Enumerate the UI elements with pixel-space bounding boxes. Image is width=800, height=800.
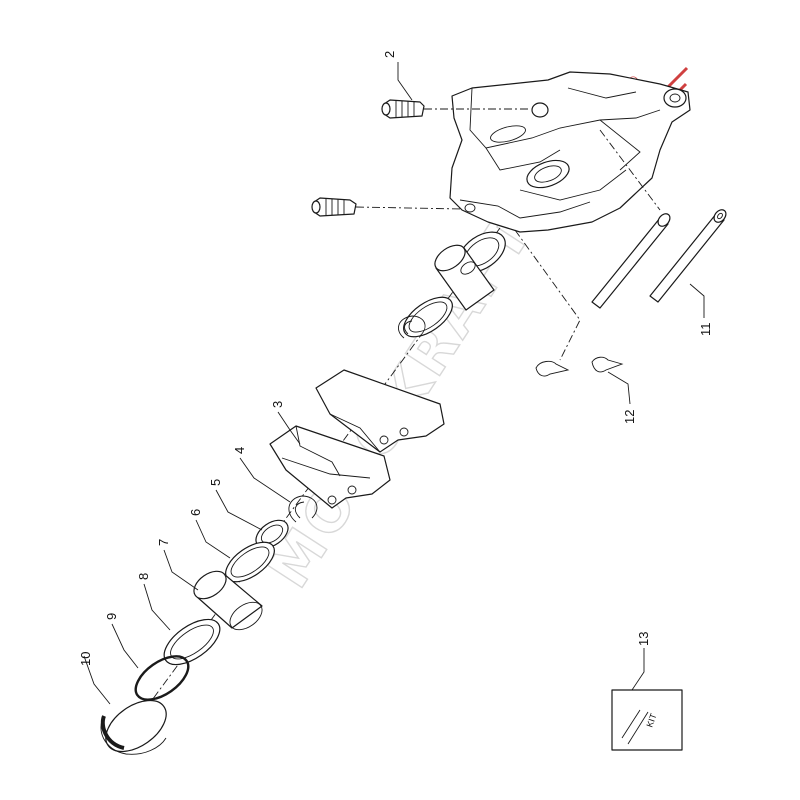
seal-small: [255, 519, 289, 549]
r-clip-right: [591, 356, 624, 373]
callout-8: 8: [136, 573, 151, 580]
callout-7: 7: [156, 539, 171, 546]
dust-seal: [163, 618, 221, 666]
cap: [100, 699, 167, 755]
callout-2: 2: [382, 51, 397, 58]
kit-box: KIT: [611, 689, 683, 751]
leader-lines: [83, 62, 705, 705]
callout-6: 6: [188, 509, 203, 516]
callout-5: 5: [208, 479, 223, 486]
upper-piston: [434, 244, 495, 311]
o-ring: [134, 655, 190, 701]
r-clip-left: [535, 360, 570, 377]
callout-4: 4: [232, 447, 247, 454]
callout-12: 12: [622, 410, 637, 424]
callout-labels: 2 3 4 5 6 7 8 9 10 11 12 13: [78, 51, 713, 666]
slide-pin-right: [649, 209, 727, 303]
bleed-screw-lower: [311, 197, 357, 217]
slide-pin-left: [591, 213, 671, 309]
caliper-body: [449, 71, 691, 233]
upper-circlip: [398, 315, 426, 339]
svg-text:KIT: KIT: [644, 712, 658, 729]
bleed-screw-upper: [381, 99, 425, 119]
callout-9: 9: [104, 613, 119, 620]
circlip: [288, 495, 318, 523]
callout-10: 10: [78, 652, 93, 666]
upper-dust-ring: [403, 296, 453, 338]
brake-pad-outer: [315, 369, 445, 453]
callout-3: 3: [270, 401, 285, 408]
callout-11: 11: [698, 323, 713, 337]
piston: [193, 570, 263, 631]
callout-13: 13: [636, 632, 651, 646]
brake-pad-inner: [269, 425, 391, 509]
